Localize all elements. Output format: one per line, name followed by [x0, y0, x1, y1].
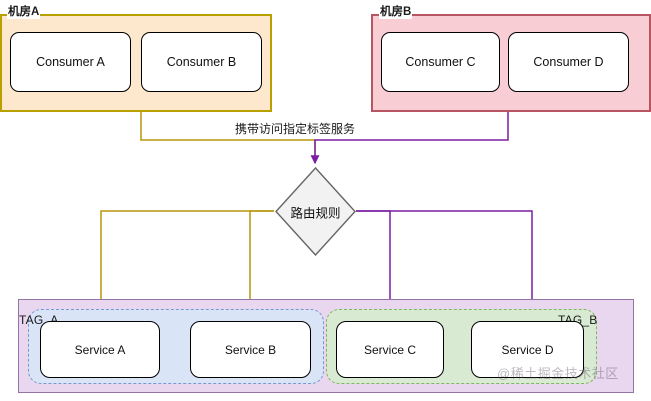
consumer-c-label: Consumer C — [405, 55, 476, 69]
consumer-c-node[interactable]: Consumer C — [381, 32, 500, 92]
diamond-shape — [275, 167, 356, 256]
consumer-b-node[interactable]: Consumer B — [141, 32, 262, 92]
service-b-node[interactable]: Service B — [190, 321, 311, 378]
consumer-a-node[interactable]: Consumer A — [10, 32, 131, 92]
route-rule-node[interactable]: 路由规则 — [275, 167, 356, 256]
edge-label-tagged-request: 携带访问指定标签服务 — [232, 120, 359, 137]
service-d-node[interactable]: Service D — [471, 321, 584, 378]
service-d-label: Service D — [501, 342, 554, 357]
consumer-b-label: Consumer B — [166, 55, 237, 69]
edge-room-a-to-router — [140, 111, 316, 163]
service-a-label: Service A — [74, 342, 126, 357]
edge-room-b-to-router — [310, 111, 509, 165]
service-a-node[interactable]: Service A — [40, 321, 160, 378]
service-b-label: Service B — [224, 342, 277, 357]
machine-room-a-label: 机房A — [7, 6, 41, 19]
service-c-node[interactable]: Service C — [336, 321, 444, 378]
machine-room-b-label: 机房B — [379, 6, 413, 19]
route-rule-label: 路由规则 — [290, 206, 341, 220]
consumer-d-node[interactable]: Consumer D — [508, 32, 629, 92]
consumer-d-label: Consumer D — [533, 55, 604, 69]
service-c-label: Service C — [363, 342, 416, 357]
consumer-a-label: Consumer A — [36, 55, 105, 69]
watermark-text: @稀土掘金技术社区 — [497, 366, 619, 381]
